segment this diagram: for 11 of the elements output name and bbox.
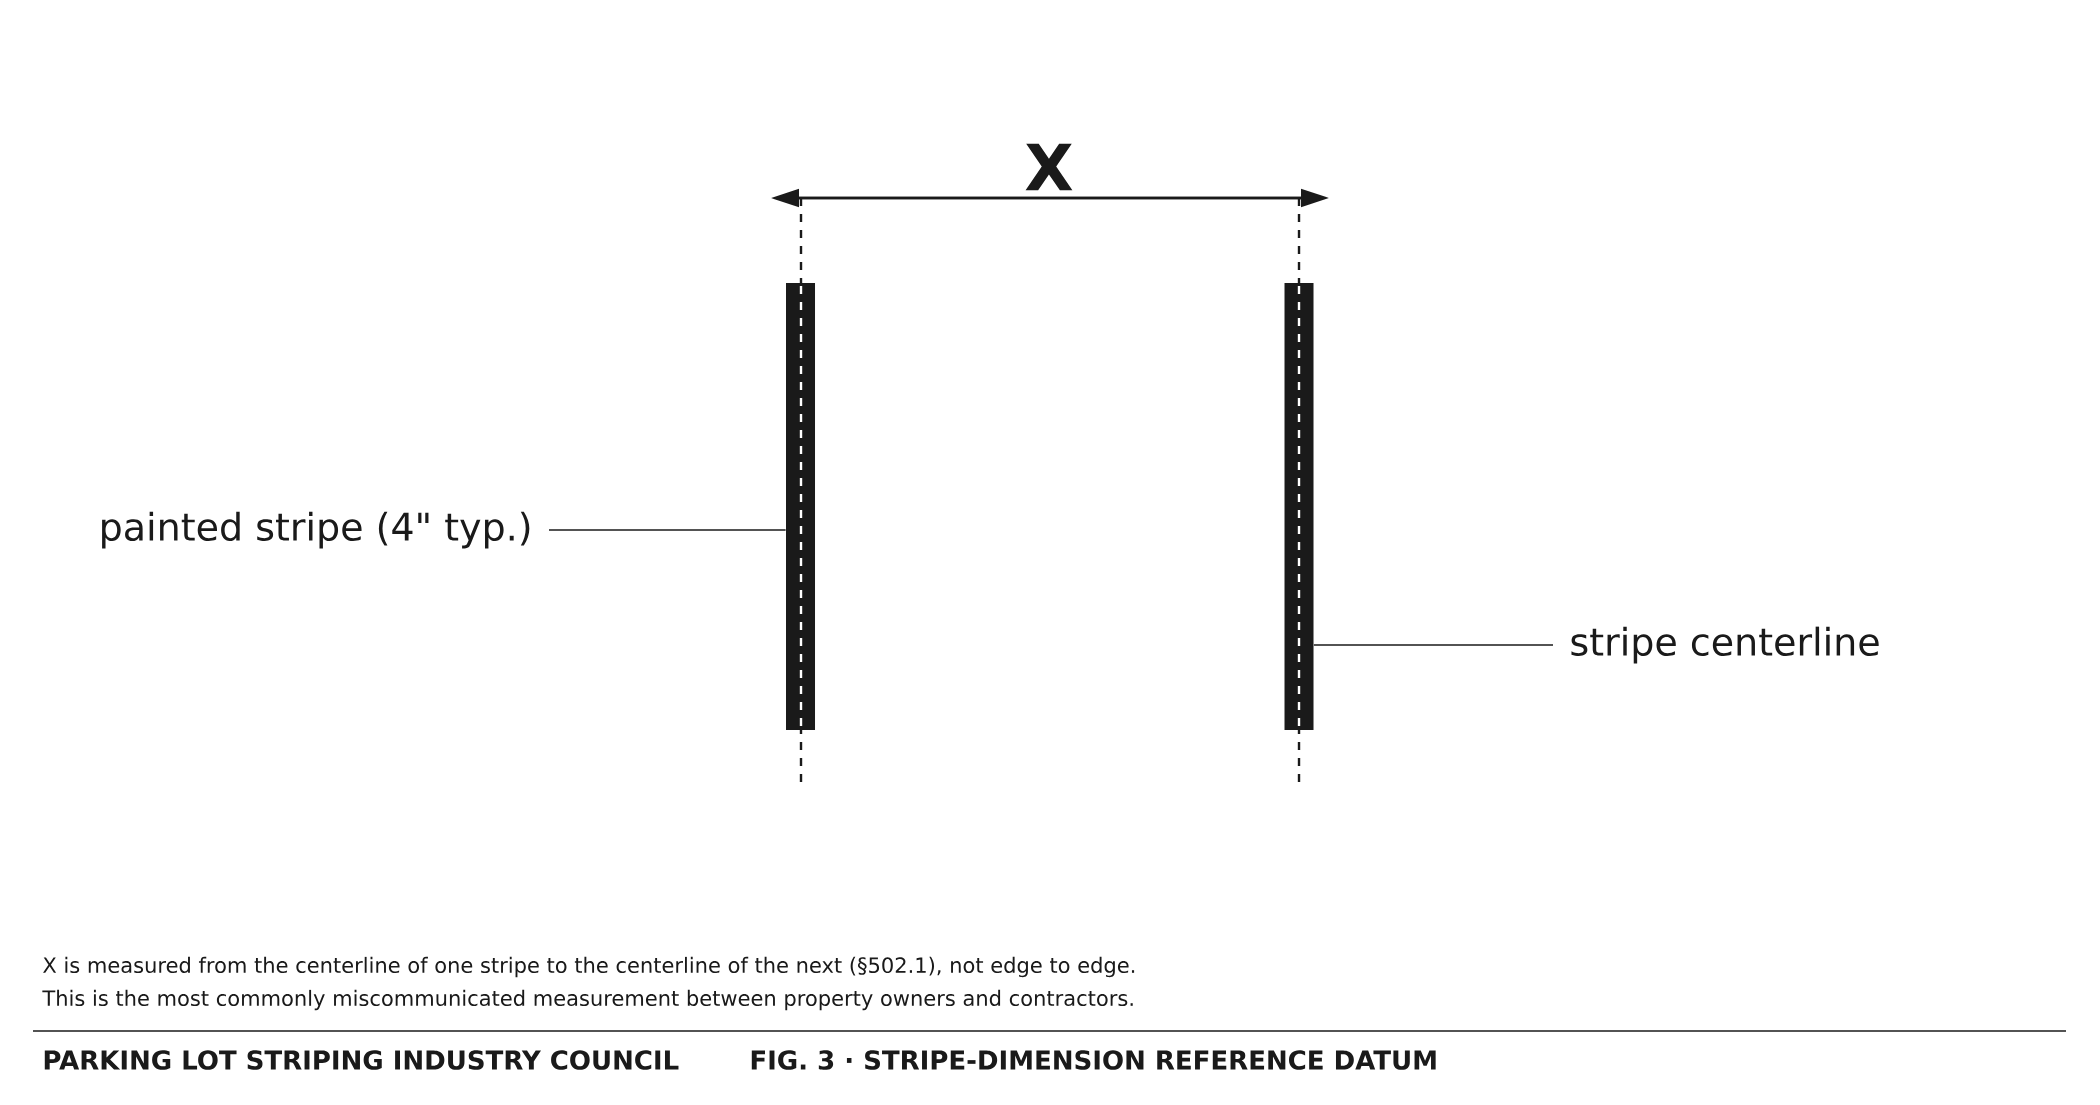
footer-text: PARKING LOT STRIPING INDUSTRY COUNCIL	[44, 1050, 679, 1070]
note-text: X is measured from the centerline of one stripe to the centerline of the next (§502.1), not edge to edge.	[43, 956, 1135, 978]
painted-stripe	[786, 283, 815, 730]
note-text: This is the most commonly miscommunicated measurement between property owners and contractors.	[42, 989, 1133, 1011]
dimension-label: X	[1022, 141, 1076, 193]
callout-text: stripe centerline	[1571, 626, 1879, 664]
painted-stripe	[1284, 283, 1314, 730]
figure-title: FIG. 3 · STRIPE-DIMENSION REFERENCE DATUM	[751, 1050, 1436, 1070]
leader-line	[548, 529, 787, 531]
leader-line	[1313, 644, 1554, 646]
callout-text: painted stripe (4" typ.)	[102, 511, 530, 549]
